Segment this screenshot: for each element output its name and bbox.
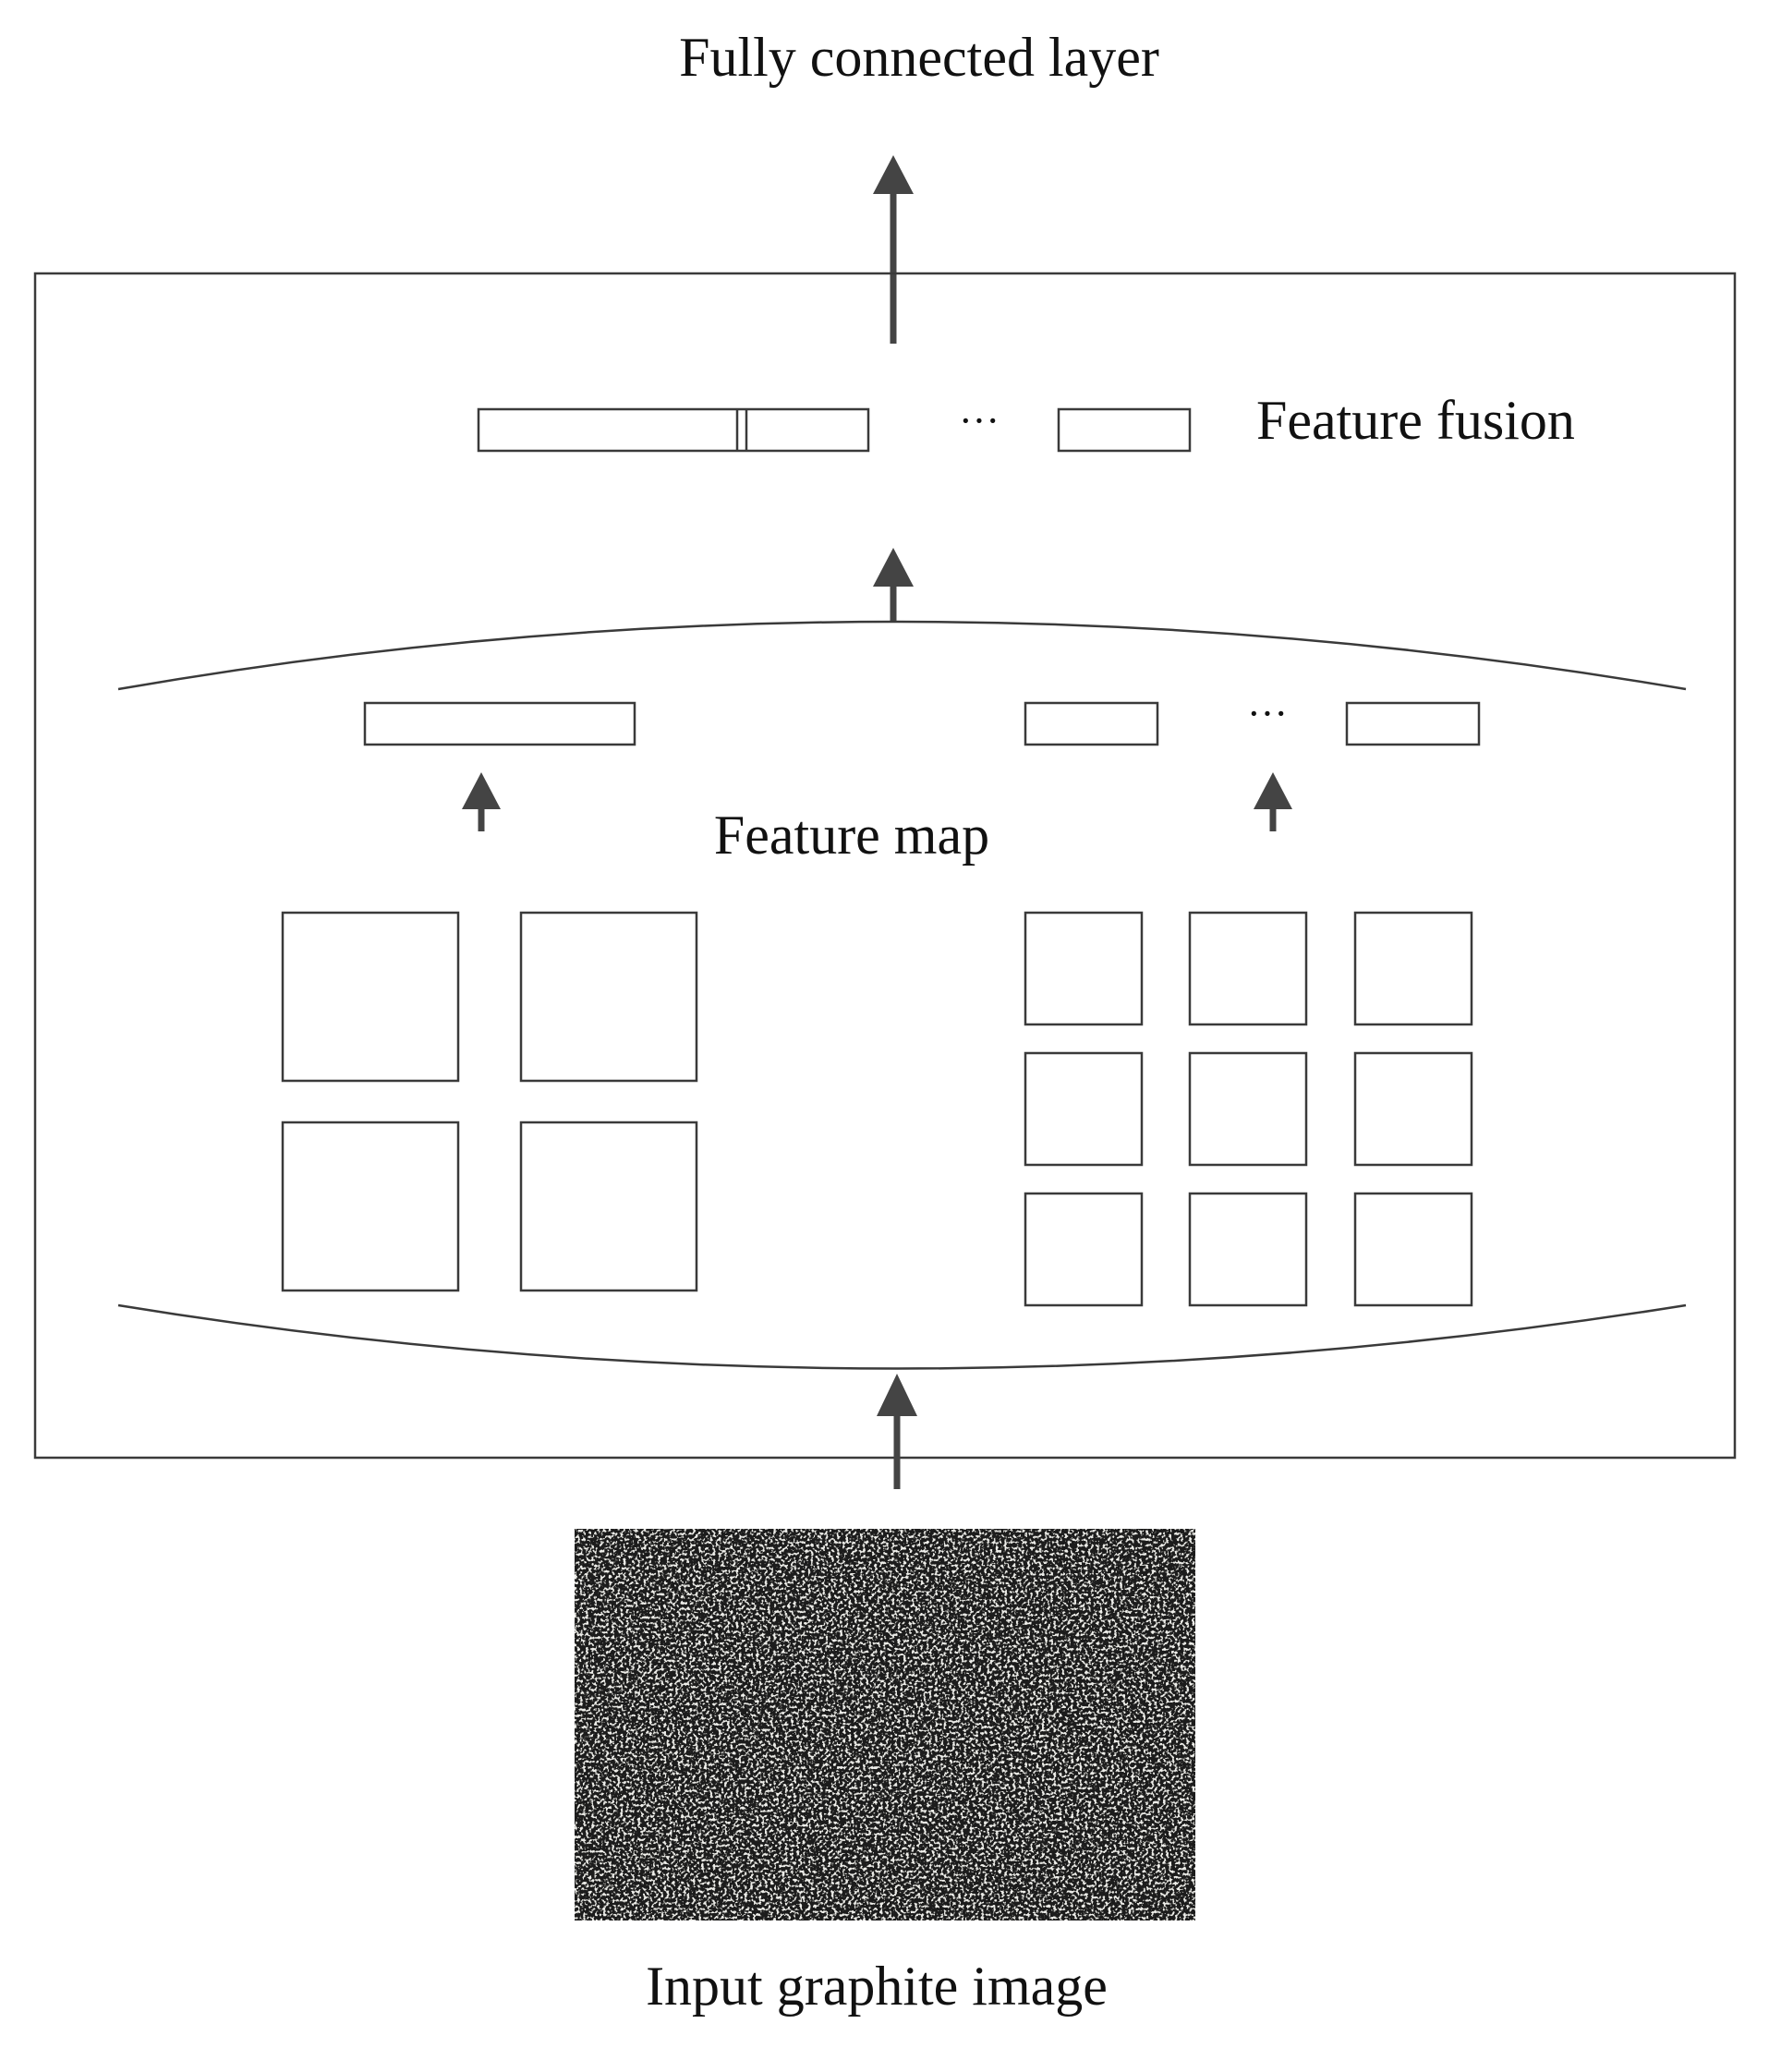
grid-cell [1353, 911, 1473, 1026]
grid-cell [519, 1121, 698, 1292]
grid-cell [1024, 1192, 1144, 1307]
graphite-texture-image [575, 1529, 1195, 1921]
grid-cell [1024, 1051, 1144, 1167]
fused-feature-vector [477, 407, 870, 453]
grid-cell [1188, 1192, 1308, 1307]
grid-cell [1353, 1051, 1473, 1167]
fused-feature-vector-last [1057, 407, 1192, 453]
fully-connected-layer-label: Fully connected layer [679, 27, 1159, 88]
fusion-ellipsis: ··· [959, 398, 1000, 443]
grid-cell [1024, 911, 1144, 1026]
grid-cell [519, 911, 698, 1083]
up-arrow-icon [462, 772, 501, 831]
pooled-ellipsis: ··· [1247, 691, 1288, 736]
pooled-vector-left [363, 701, 636, 746]
up-arrow-icon [877, 1374, 917, 1489]
network-container [33, 272, 1737, 1460]
up-arrow-icon [873, 155, 914, 344]
feature-map-grid-3x3 [1024, 911, 1473, 1307]
feature-map-lower-boundary [117, 1303, 1687, 1370]
feature-map-upper-boundary [117, 620, 1687, 691]
grid-cell [281, 911, 460, 1083]
feature-fusion-label: Feature fusion [1256, 390, 1575, 451]
grid-cell [1188, 911, 1308, 1026]
pooled-vector-right [1024, 701, 1159, 746]
grid-cell [1353, 1192, 1473, 1307]
feature-map-label: Feature map [714, 805, 989, 866]
up-arrow-icon [873, 548, 914, 621]
input-image-label: Input graphite image [646, 1956, 1108, 2017]
up-arrow-icon [1254, 772, 1292, 831]
grid-cell [1188, 1051, 1308, 1167]
grid-cell [281, 1121, 460, 1292]
pooled-vector-last [1345, 701, 1481, 746]
feature-map-grid-2x2 [281, 911, 698, 1292]
